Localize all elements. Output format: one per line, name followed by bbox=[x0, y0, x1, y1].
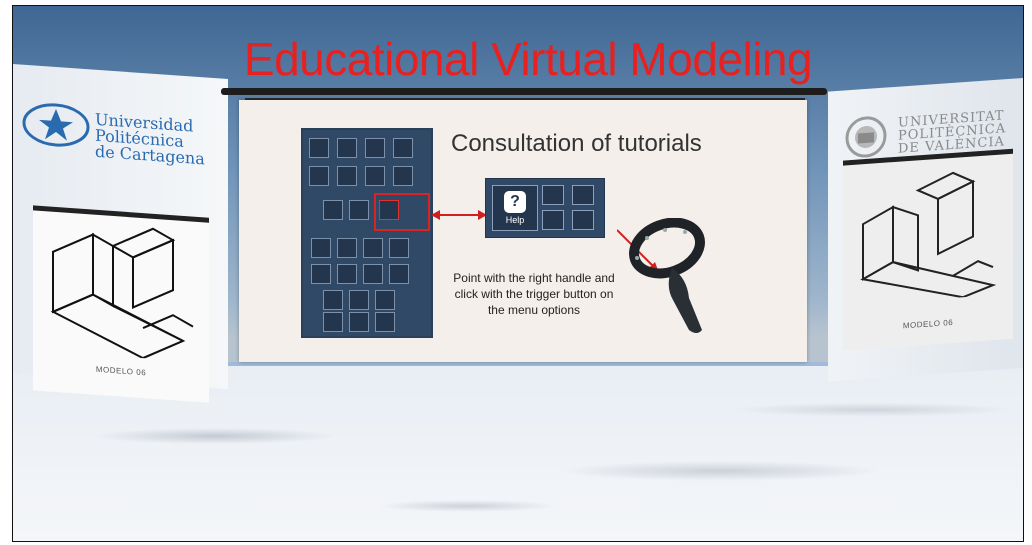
logo-line: de Cartagena bbox=[95, 141, 205, 169]
menu-tile bbox=[323, 312, 343, 332]
menu-tile bbox=[309, 138, 329, 158]
isometric-model-drawing bbox=[860, 171, 997, 299]
menu-tile bbox=[349, 200, 369, 220]
menu-tile bbox=[572, 185, 594, 205]
floor-horizon bbox=[13, 362, 1023, 367]
menu-tile bbox=[572, 210, 594, 230]
menu-tile bbox=[393, 138, 413, 158]
menu-tile bbox=[337, 238, 357, 258]
left-wall-panel: Universidad Politécnica de Cartagena MOD… bbox=[13, 64, 228, 403]
help-menu-zoom: ? Help bbox=[485, 178, 605, 238]
menu-tile bbox=[389, 264, 409, 284]
menu-tile bbox=[337, 166, 357, 186]
menu-tile bbox=[365, 166, 385, 186]
seal-logo-icon bbox=[845, 116, 887, 158]
menu-tile bbox=[337, 138, 357, 158]
menu-tile bbox=[323, 290, 343, 310]
vr-controller-icon bbox=[617, 218, 705, 333]
menu-tile bbox=[389, 238, 409, 258]
menu-tile bbox=[323, 200, 343, 220]
vr-menu-screenshot bbox=[301, 128, 433, 338]
menu-tile bbox=[349, 290, 369, 310]
drawing-sheet-right: MODELO 06 bbox=[843, 148, 1013, 351]
vr-viewport: Universidad Politécnica de Cartagena MOD… bbox=[12, 5, 1024, 542]
right-wall-panel: UNIVERSITAT POLITÈCNICA DE VALÈNCIA MODE… bbox=[828, 78, 1023, 382]
menu-tile bbox=[393, 166, 413, 186]
menu-tile bbox=[337, 264, 357, 284]
menu-tile bbox=[363, 238, 383, 258]
menu-tile bbox=[349, 312, 369, 332]
instruction-text: Point with the right handle and click wi… bbox=[453, 271, 615, 317]
help-button-image: ? Help bbox=[492, 185, 538, 231]
menu-tile bbox=[311, 264, 331, 284]
upct-logo-text: Universidad Politécnica de Cartagena bbox=[95, 110, 205, 169]
menu-tile bbox=[375, 312, 395, 332]
upv-logo-text: UNIVERSITAT POLITÈCNICA DE VALÈNCIA bbox=[898, 108, 1006, 156]
menu-tile bbox=[542, 210, 564, 230]
drawing-sheet-left: MODELO 06 bbox=[33, 205, 209, 403]
help-label: Help bbox=[505, 215, 525, 225]
selection-highlight bbox=[374, 193, 430, 231]
scene-title: Educational Virtual Modeling bbox=[243, 33, 813, 85]
menu-tile-help-selected bbox=[379, 200, 399, 220]
menu-tile bbox=[309, 166, 329, 186]
menu-tile bbox=[365, 138, 385, 158]
sheet-caption: MODELO 06 bbox=[95, 364, 147, 378]
menu-tile bbox=[311, 238, 331, 258]
menu-tile bbox=[542, 185, 564, 205]
double-arrow-icon bbox=[431, 210, 487, 220]
star-compass-logo-icon bbox=[22, 103, 90, 147]
menu-tile bbox=[363, 264, 383, 284]
help-question-icon: ? bbox=[504, 191, 526, 213]
isometric-model-drawing bbox=[50, 227, 194, 360]
tutorial-heading: Consultation of tutorials bbox=[451, 130, 702, 157]
hanging-rod bbox=[221, 88, 827, 95]
menu-tile bbox=[375, 290, 395, 310]
sheet-caption: MODELO 06 bbox=[902, 317, 954, 331]
tutorial-panel: Consultation of tutorials ? Help Point w… bbox=[239, 100, 807, 362]
